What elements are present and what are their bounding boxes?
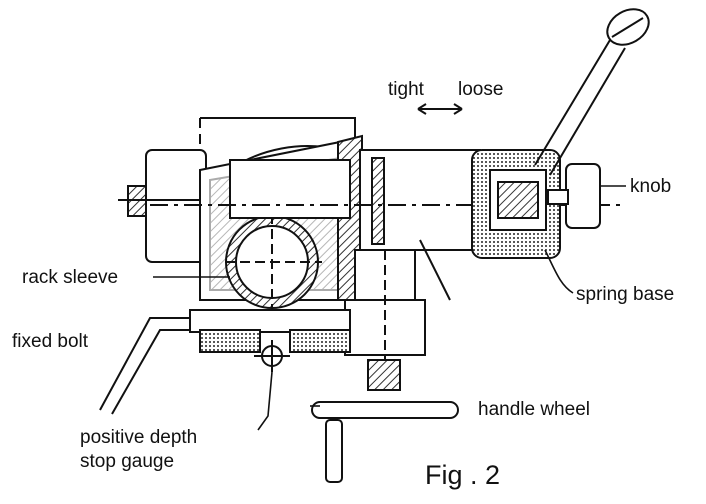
positive-depth-label-line2: stop gauge — [80, 451, 175, 472]
fixed-bolt-rod — [99, 317, 190, 415]
tight-label: tight — [388, 79, 424, 100]
fixed-bolt-label: fixed bolt — [12, 331, 89, 352]
tight-loose-arrow — [417, 103, 463, 115]
leader-lines — [153, 185, 626, 431]
knob-label: knob — [630, 176, 672, 197]
handle-wheel-label: handle wheel — [478, 399, 590, 420]
rack-sleeve-bore — [225, 214, 322, 310]
knob — [547, 163, 601, 229]
column — [344, 239, 451, 360]
base-block — [189, 309, 351, 372]
lever-arm — [534, 8, 650, 176]
handle-wheel — [311, 359, 459, 483]
spring-head — [471, 149, 561, 259]
positive-depth-label-line1: positive depth — [80, 427, 198, 448]
figure-caption: Fig . 2 — [425, 460, 501, 490]
rack-sleeve-label: rack sleeve — [22, 267, 119, 288]
spring-base-label: spring base — [576, 284, 675, 305]
loose-label: loose — [458, 79, 504, 100]
